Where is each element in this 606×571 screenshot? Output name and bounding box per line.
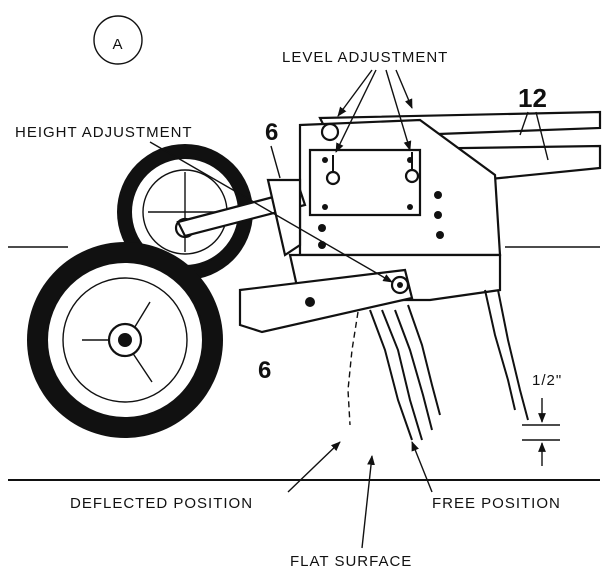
flat-surface-arrow: [361, 455, 375, 549]
callout-6-top: 6: [265, 119, 278, 146]
deflected-tine: [347, 311, 359, 426]
tines-free-position: [369, 289, 529, 441]
level-arrow-4: [395, 69, 413, 109]
height-adjustment-label: HEIGHT ADJUSTMENT: [15, 124, 193, 141]
tiller-frame: [176, 110, 602, 334]
callout-6-bottom: 6: [258, 357, 271, 384]
deflected-position-label: DEFLECTED POSITION: [70, 495, 253, 512]
flat-surface-label: FLAT SURFACE: [290, 553, 412, 570]
view-a-label: A: [112, 36, 123, 53]
front-wheel: [27, 242, 223, 438]
callout-12-leader-2: [535, 111, 549, 161]
height-adjustment-leader: [149, 141, 393, 283]
level-adjustment-label: LEVEL ADJUSTMENT: [282, 49, 448, 66]
callout-12-leader-1: [519, 111, 529, 136]
deflected-position-arrow: [287, 441, 341, 493]
gap-dimension-label: 1/2": [532, 372, 562, 389]
free-position-label: FREE POSITION: [432, 495, 561, 512]
level-arrow-1: [337, 69, 373, 117]
level-arrow-2: [335, 69, 377, 153]
callout-6-top-leader: [270, 145, 281, 179]
level-arrow-3: [385, 69, 412, 151]
free-position-arrow: [411, 441, 433, 493]
view-a-badge: A: [93, 15, 143, 65]
callout-12: 12: [518, 83, 547, 113]
